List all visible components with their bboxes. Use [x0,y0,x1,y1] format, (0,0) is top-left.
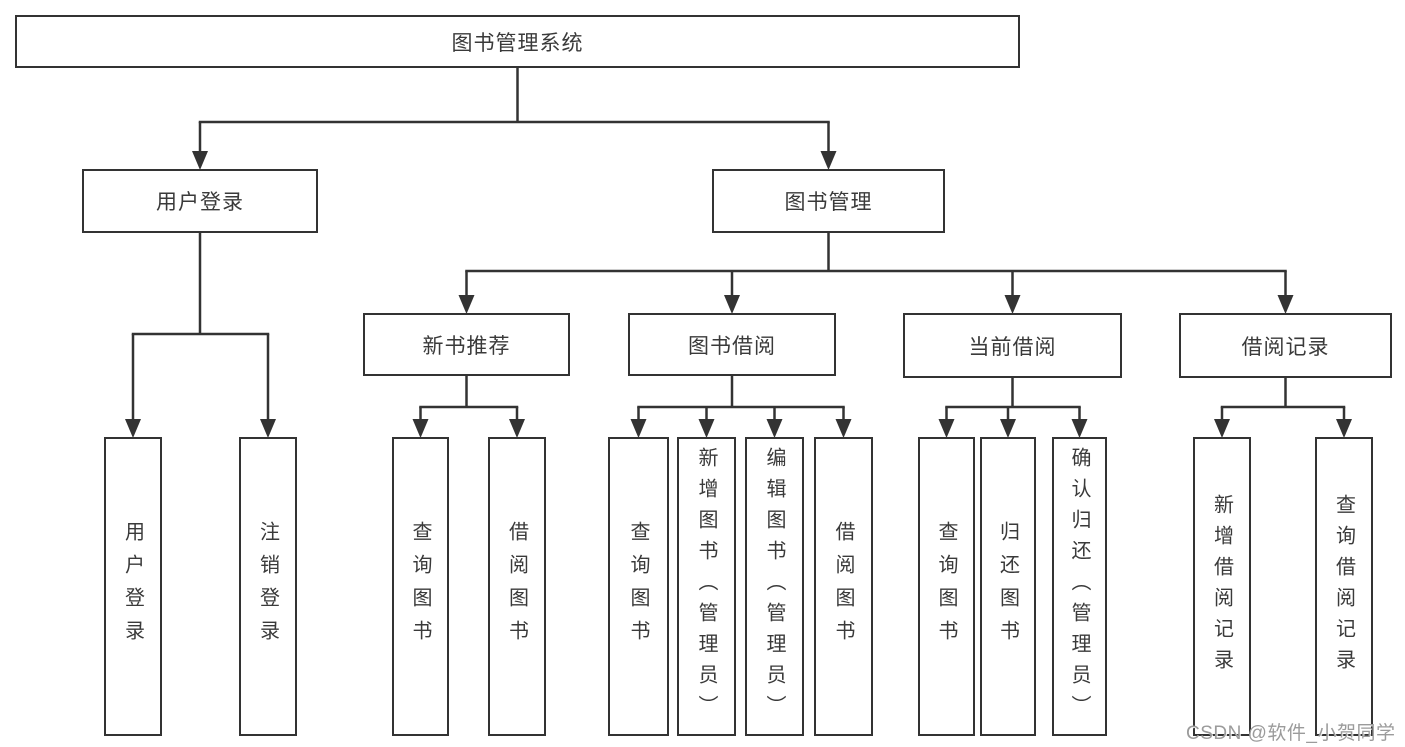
leaf-add-books-admin: 新增图书（管理员） [677,437,736,736]
leaf-label: 查询借阅记录 [1332,493,1355,680]
leaf-label: 借阅图书 [832,520,854,653]
node-label: 用户登录 [156,191,244,214]
leaf-borrow-books-recommend: 借阅图书 [488,437,546,736]
leaf-confirm-return-admin: 确认归还（管理员） [1052,437,1107,736]
leaf-return-books: 归还图书 [980,437,1036,736]
node-label: 新书推荐 [422,334,511,358]
leaf-add-borrow-record: 新增借阅记录 [1193,437,1251,736]
node-library-management-system: 图书管理系统 [15,15,1020,68]
leaf-label: 注销登录 [256,520,279,653]
node-label: 图书借阅 [688,334,776,358]
leaf-label: 新增图书（管理员） [695,447,717,726]
node-new-book-recommend: 新书推荐 [363,313,570,376]
leaf-label: 用户登录 [121,520,144,653]
csdn-watermark: CSDN @软件_小贺同学 [1186,723,1396,744]
leaf-label: 编辑图书（管理员） [763,447,785,726]
leaf-label: 借阅图书 [505,520,528,653]
leaf-label: 确认归还（管理员） [1068,447,1090,726]
leaf-query-books-recommend: 查询图书 [392,437,449,736]
leaf-query-books-current: 查询图书 [918,437,975,736]
leaf-logout: 注销登录 [239,437,297,736]
node-current-borrow: 当前借阅 [903,313,1122,378]
node-label: 借阅记录 [1241,335,1330,359]
leaf-label: 查询图书 [409,520,431,653]
node-book-management: 图书管理 [712,169,945,233]
leaf-query-borrow-record: 查询借阅记录 [1315,437,1373,736]
leaf-label: 查询图书 [627,520,649,653]
node-user-login: 用户登录 [82,169,318,233]
leaf-edit-books-admin: 编辑图书（管理员） [745,437,804,736]
leaf-borrow-books: 借阅图书 [814,437,873,736]
node-label: 当前借阅 [968,335,1057,359]
leaf-label: 归还图书 [996,520,1019,653]
node-book-borrow: 图书借阅 [628,313,836,376]
node-label: 图书管理系统 [451,31,584,55]
node-borrow-records: 借阅记录 [1179,313,1392,378]
leaf-user-login: 用户登录 [104,437,162,736]
leaf-query-books-borrow: 查询图书 [608,437,669,736]
leaf-label: 新增借阅记录 [1210,493,1233,680]
node-label: 图书管理 [784,191,873,214]
leaf-label: 查询图书 [935,520,957,653]
